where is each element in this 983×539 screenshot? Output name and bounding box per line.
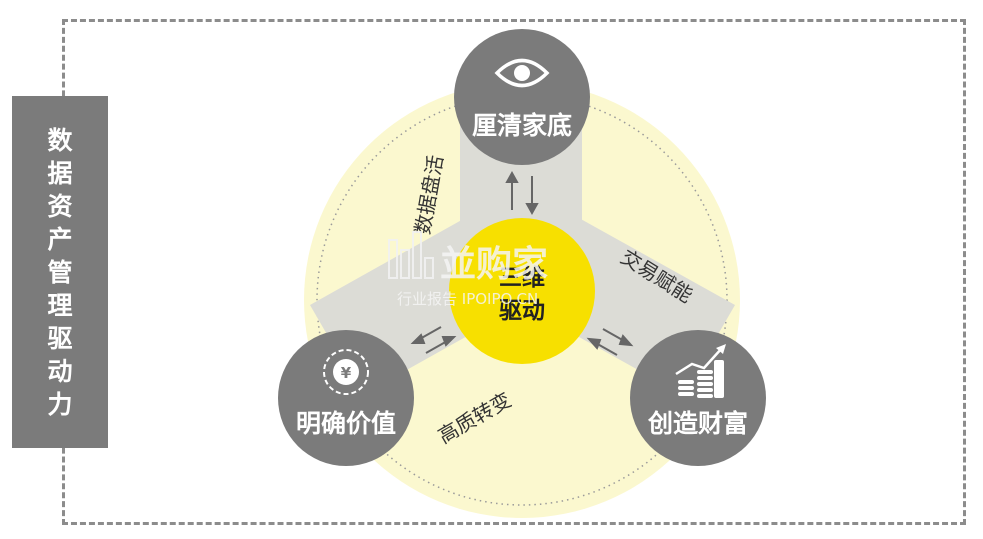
arrows-top <box>505 170 539 216</box>
side-title-char: 驱 <box>47 323 73 353</box>
node-top-label: 厘清家底 <box>472 111 572 140</box>
side-title-char: 力 <box>47 389 73 419</box>
watermark: 並购家 行业报告 IPOIPO.CN <box>388 231 548 308</box>
side-title-char: 产 <box>47 224 73 254</box>
eye-icon <box>494 58 550 88</box>
node-left <box>278 330 414 466</box>
node-right-label: 创造财富 <box>647 409 748 438</box>
yen-coin-icon: ¥ <box>323 349 369 395</box>
center-circle <box>449 218 595 364</box>
coins-growth-chart-icon <box>675 344 726 398</box>
node-left-label: 明确价值 <box>296 409 396 438</box>
watermark-logo-icon <box>388 231 434 279</box>
dotted-ring <box>316 94 728 506</box>
svg-text:¥: ¥ <box>341 364 352 382</box>
node-top <box>454 29 590 165</box>
center-line1: 三维 <box>499 264 545 291</box>
side-title-char: 理 <box>47 290 73 320</box>
arrows-left <box>410 326 457 354</box>
node-right <box>630 330 766 466</box>
side-title-char: 管 <box>47 257 73 287</box>
side-title: 数 据 资 产 管 理 驱 动 力 <box>12 96 108 448</box>
watermark-sub: 行业报告 IPOIPO.CN <box>397 290 538 308</box>
side-title-char: 数 <box>47 125 73 155</box>
side-title-char: 动 <box>47 356 73 386</box>
arrows-right <box>586 328 634 356</box>
side-title-char: 资 <box>47 191 73 221</box>
side-title-char: 据 <box>47 158 73 188</box>
watermark-main: 並购家 <box>440 244 548 285</box>
center-line2: 驱动 <box>499 298 545 324</box>
